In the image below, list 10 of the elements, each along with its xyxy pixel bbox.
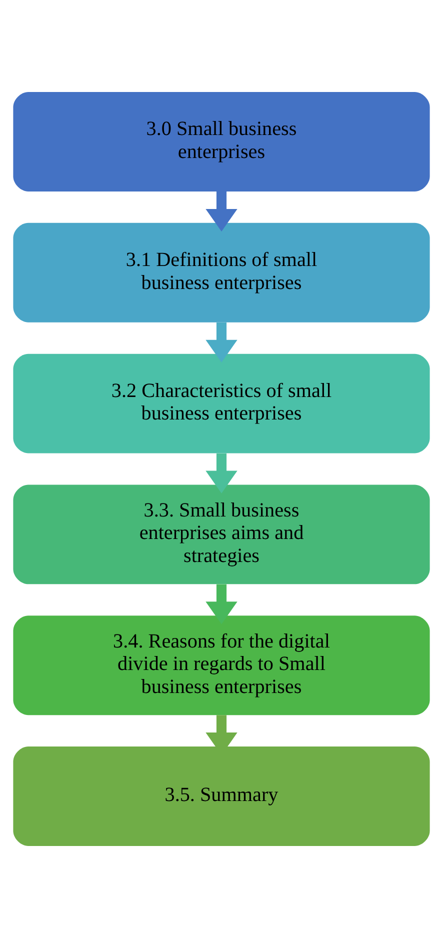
node-box: 3.0 Small business enterprises (13, 92, 430, 191)
node-box: 3.4. Reasons for the digital divide in regards to Small business enterprises (13, 615, 430, 715)
arrow (206, 322, 238, 362)
arrow (206, 584, 238, 624)
arrow (206, 452, 238, 493)
node-box: 3.2 Characteristics of small business enterprises (13, 353, 430, 453)
node-box: 3.3. Small business enterprises aims and strategies (13, 484, 430, 584)
arrow (206, 191, 238, 232)
node-box: 3.1 Definitions of small business enterprises (13, 222, 430, 322)
node-box: 3.5. Summary (13, 746, 430, 846)
